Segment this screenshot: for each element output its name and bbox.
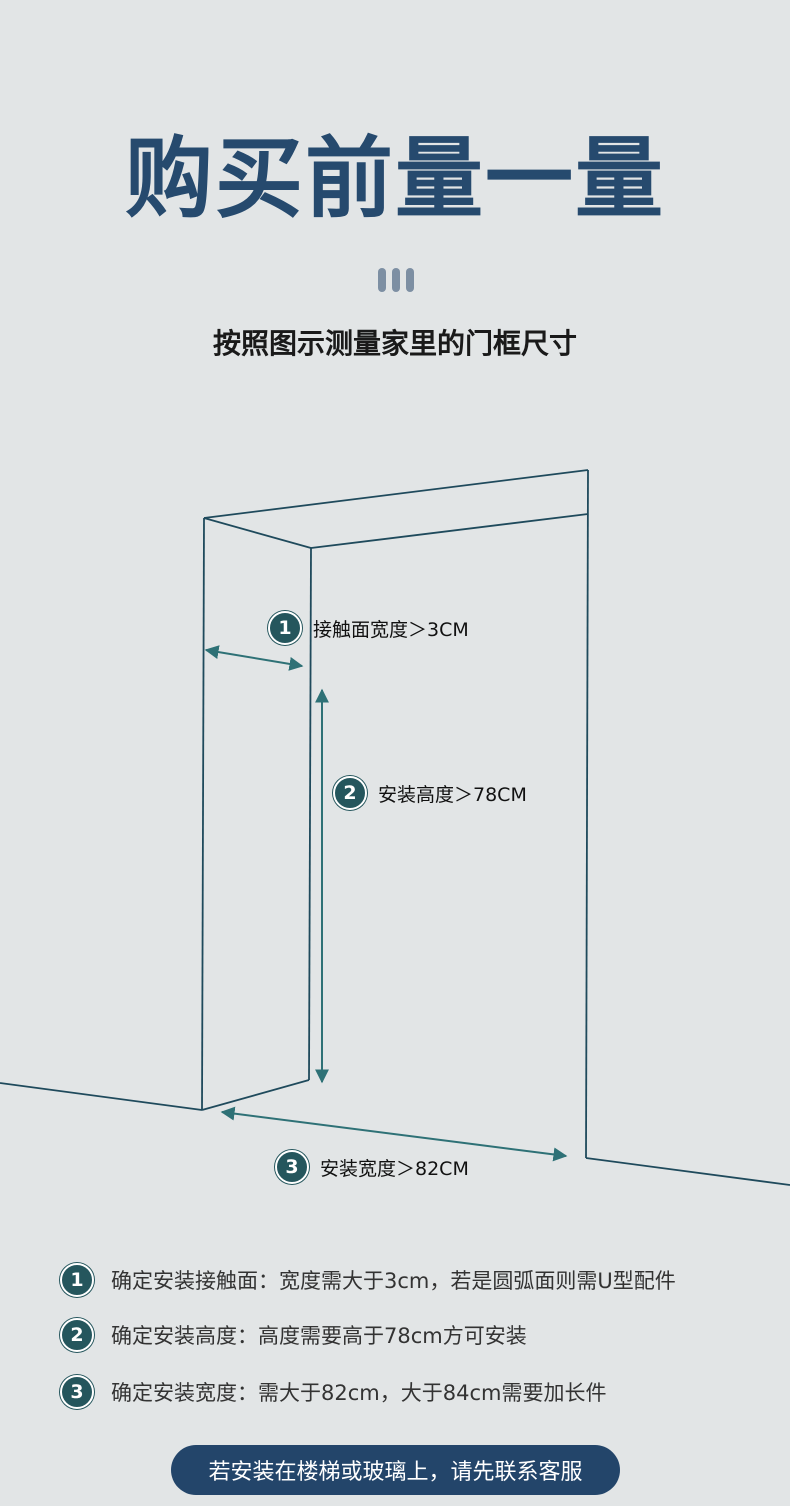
callout-label: 接触面宽度＞3CM xyxy=(313,618,469,641)
contact-support-banner[interactable]: 若安装在楼梯或玻璃上，请先联系客服 xyxy=(171,1445,620,1495)
number-badge: 2 xyxy=(333,776,367,810)
measurement-arrows xyxy=(204,645,568,1162)
page-subtitle: 按照图示测量家里的门框尺寸 xyxy=(212,327,577,360)
callout-install-width: 3 安装宽度＞82CM xyxy=(275,1150,469,1184)
divider-bars-icon xyxy=(378,268,414,292)
number-badge: 3 xyxy=(275,1150,309,1184)
note-install-width: 3 确定安装宽度：需大于82cm，大于84cm需要加长件 xyxy=(60,1375,607,1409)
callout-label: 安装宽度＞82CM xyxy=(320,1157,469,1180)
number-badge: 3 xyxy=(60,1375,94,1409)
page-title: 购买前量一量 xyxy=(124,127,665,230)
door-frame-lines xyxy=(0,469,790,1186)
number-badge: 2 xyxy=(60,1318,94,1352)
number-badge: 1 xyxy=(60,1263,94,1297)
callout-contact-width: 1 接触面宽度＞3CM xyxy=(268,611,469,645)
callout-label: 安装高度＞78CM xyxy=(378,783,527,806)
install-width-arrow xyxy=(220,1106,568,1162)
note-text: 确定安装高度：高度需要高于78cm方可安装 xyxy=(111,1324,527,1348)
contact-width-arrow xyxy=(204,645,304,671)
callout-install-height: 2 安装高度＞78CM xyxy=(333,776,527,810)
note-contact-surface: 1 确定安装接触面：宽度需大于3cm，若是圆弧面则需U型配件 xyxy=(60,1263,676,1297)
note-install-height: 2 确定安装高度：高度需要高于78cm方可安装 xyxy=(60,1318,527,1352)
note-text: 确定安装接触面：宽度需大于3cm，若是圆弧面则需U型配件 xyxy=(111,1269,676,1293)
number-badge: 1 xyxy=(268,611,302,645)
note-text: 确定安装宽度：需大于82cm，大于84cm需要加长件 xyxy=(111,1381,607,1405)
